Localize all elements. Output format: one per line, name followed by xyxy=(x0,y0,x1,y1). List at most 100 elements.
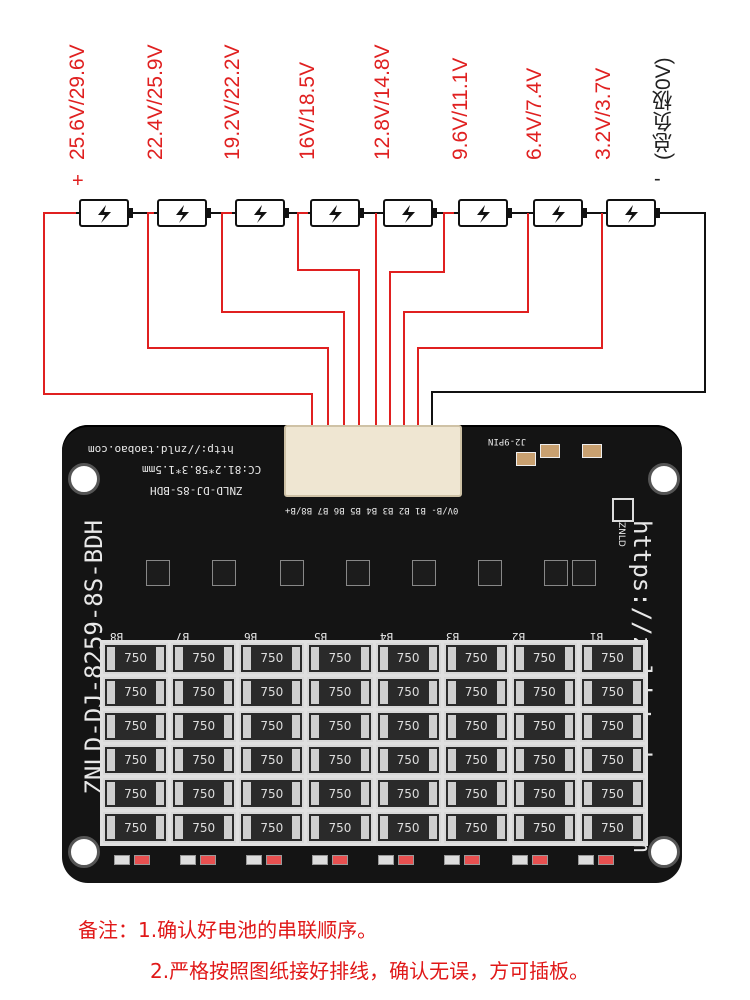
resistor-value: 750 xyxy=(260,685,284,700)
resistor-value: 750 xyxy=(260,786,284,801)
board-brand: ZNLD xyxy=(616,522,626,547)
board-url-mirrored: http://znld.taobao.com xyxy=(88,443,234,456)
resistor: 750 xyxy=(307,778,373,810)
resistor-value: 750 xyxy=(124,685,148,700)
resistor: 750 xyxy=(307,643,373,674)
led xyxy=(114,855,130,865)
resistor-value: 750 xyxy=(396,786,420,801)
resistor: 750 xyxy=(171,744,237,776)
minus-sign: - xyxy=(654,168,661,190)
resistor-value: 750 xyxy=(396,820,420,835)
led-row xyxy=(444,850,484,865)
led-row xyxy=(312,850,352,865)
resistor-value: 750 xyxy=(600,651,624,666)
resistor: 750 xyxy=(239,710,305,742)
led xyxy=(266,855,282,865)
mosfet-chip xyxy=(280,560,304,586)
resistor: 750 xyxy=(579,643,645,674)
resistor: 750 xyxy=(171,643,237,674)
led-row xyxy=(512,850,552,865)
resistor-value: 750 xyxy=(464,820,488,835)
led-row xyxy=(114,850,154,865)
plus-sign: + xyxy=(72,170,84,192)
mounting-hole xyxy=(68,836,100,868)
capacitor xyxy=(582,444,602,458)
capacitor xyxy=(516,452,536,466)
resistor: 750 xyxy=(375,710,441,742)
resistor-value: 750 xyxy=(192,786,216,801)
resistor: 750 xyxy=(239,744,305,776)
resistor-value: 750 xyxy=(600,719,624,734)
resistor-value: 750 xyxy=(260,651,284,666)
led xyxy=(598,855,614,865)
led xyxy=(180,855,196,865)
resistor-value: 750 xyxy=(600,752,624,767)
resistor-value: 750 xyxy=(532,752,556,767)
mosfet-chip xyxy=(412,560,436,586)
brand-logo xyxy=(612,498,634,522)
led xyxy=(444,855,460,865)
resistor-value: 750 xyxy=(192,752,216,767)
resistor: 750 xyxy=(579,676,645,708)
resistor: 750 xyxy=(171,710,237,742)
led xyxy=(378,855,394,865)
resistor: 750 xyxy=(307,744,373,776)
led xyxy=(134,855,150,865)
resistor: 750 xyxy=(103,676,169,708)
resistor: 750 xyxy=(307,710,373,742)
resistor-value: 750 xyxy=(464,719,488,734)
board-spec-line-1: ZNLD-DJ-8S-BDH xyxy=(150,484,243,497)
led xyxy=(464,855,480,865)
resistor-value: 750 xyxy=(532,820,556,835)
led xyxy=(578,855,594,865)
wire-b5 xyxy=(297,212,360,520)
resistor-value: 750 xyxy=(260,719,284,734)
mounting-hole xyxy=(648,836,680,868)
resistor-value: 750 xyxy=(124,820,148,835)
resistor: 750 xyxy=(443,778,509,810)
resistor: 750 xyxy=(443,812,509,843)
capacitor xyxy=(540,444,560,458)
resistor-value: 750 xyxy=(396,685,420,700)
resistor: 750 xyxy=(443,710,509,742)
led-row xyxy=(578,850,618,865)
led-row xyxy=(246,850,286,865)
resistor: 750 xyxy=(579,710,645,742)
resistor-value: 750 xyxy=(328,820,352,835)
board-pin-labels: 0V/B- B1 B2 B3 B4 B5 B6 B7 B8/B+ xyxy=(285,505,459,515)
mounting-hole xyxy=(68,463,100,495)
resistor: 750 xyxy=(103,744,169,776)
battery-cells xyxy=(79,199,660,227)
wire-b7 xyxy=(147,212,329,520)
led xyxy=(246,855,262,865)
resistor: 750 xyxy=(375,643,441,674)
wire-b2 xyxy=(403,213,529,520)
resistor: 750 xyxy=(375,778,441,810)
resistor-value: 750 xyxy=(464,752,488,767)
resistor: 750 xyxy=(103,778,169,810)
note-line-2: 2.严格按照图纸接好排线，确认无误，方可插板。 xyxy=(150,959,590,983)
resistor-value: 750 xyxy=(328,719,352,734)
resistor-value: 750 xyxy=(192,820,216,835)
resistor-value: 750 xyxy=(464,786,488,801)
resistor: 750 xyxy=(511,676,577,708)
note-line-1: 备注：1.确认好电池的串联顺序。 xyxy=(78,918,378,942)
resistor: 750 xyxy=(375,812,441,843)
resistor: 750 xyxy=(171,778,237,810)
mosfet-chip xyxy=(478,560,502,586)
resistor: 750 xyxy=(239,778,305,810)
resistor: 750 xyxy=(579,778,645,810)
resistor-value: 750 xyxy=(260,752,284,767)
resistor-value: 750 xyxy=(328,786,352,801)
mosfet-chip xyxy=(212,560,236,586)
resistor-value: 750 xyxy=(532,685,556,700)
resistor: 750 xyxy=(171,812,237,843)
mosfet-chip xyxy=(544,560,568,586)
resistor-value: 750 xyxy=(260,820,284,835)
resistor-value: 750 xyxy=(532,786,556,801)
resistor-value: 750 xyxy=(192,651,216,666)
resistor: 750 xyxy=(307,812,373,843)
resistor-value: 750 xyxy=(124,651,148,666)
resistor-value: 750 xyxy=(396,651,420,666)
